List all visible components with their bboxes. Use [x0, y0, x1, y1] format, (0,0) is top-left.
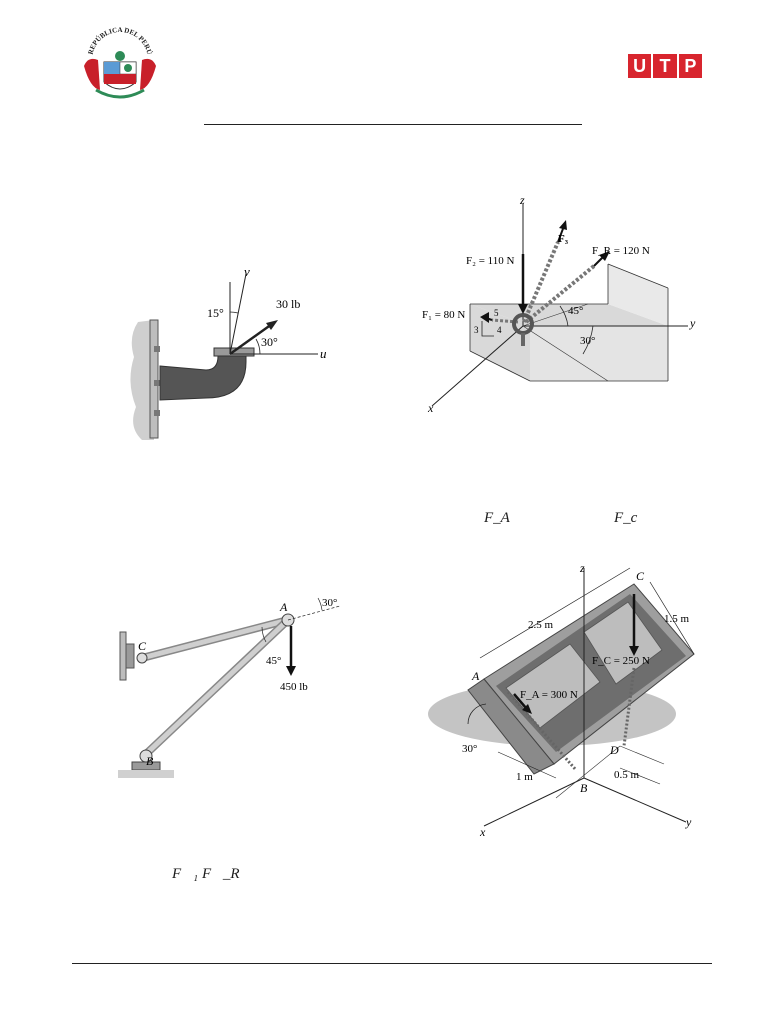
svg-text:30°: 30° [322, 597, 337, 609]
figure-two-bar-frame: A B C 30° 45° 450 lb [118, 597, 341, 778]
svg-text:x: x [427, 401, 434, 415]
figure-ring-forces: z y x F₂ = 110 N F₃ F_R = 120 N F₁ = 80 … [422, 196, 696, 415]
svg-text:z: z [579, 564, 585, 575]
svg-text:F₃: F₃ [558, 233, 569, 245]
svg-text:v: v [244, 264, 250, 279]
svg-text:F₁ = 80 N: F₁ = 80 N [422, 309, 465, 321]
fc-vector-label: F_c [614, 510, 638, 526]
utp-logo: U T P [628, 54, 702, 78]
title-rule [204, 124, 582, 125]
svg-text:A: A [471, 669, 480, 683]
svg-text:C: C [138, 639, 147, 653]
f1-vector-label: F⃗₁ [172, 866, 199, 882]
svg-text:0.5 m: 0.5 m [614, 769, 640, 781]
svg-text:y: y [685, 815, 692, 829]
svg-text:F_A = 300 N: F_A = 300 N [520, 689, 578, 701]
svg-text:5: 5 [494, 308, 499, 318]
figure-window-frame: z x y C A D B 2.5 m 1.5 m F_C = 250 N F_… [428, 564, 695, 839]
svg-text:A: A [279, 600, 288, 614]
svg-text:F₂ = 110 N: F₂ = 110 N [466, 255, 514, 267]
svg-text:30°: 30° [462, 743, 477, 755]
svg-text:u: u [320, 346, 327, 361]
svg-text:15°: 15° [207, 306, 224, 320]
svg-text:x: x [479, 825, 486, 839]
svg-text:F_R = 120 N: F_R = 120 N [592, 245, 650, 257]
fr-vector-label: F⃗_R [202, 866, 240, 882]
svg-text:2.5 m: 2.5 m [528, 619, 554, 631]
svg-text:45°: 45° [266, 655, 281, 667]
svg-text:1.5 m: 1.5 m [664, 613, 690, 625]
svg-text:B: B [146, 754, 154, 768]
svg-text:1 m: 1 m [516, 771, 533, 783]
svg-text:y: y [689, 316, 696, 330]
svg-text:30°: 30° [580, 335, 595, 347]
svg-text:F_C = 250 N: F_C = 250 N [592, 655, 650, 667]
svg-text:REPÚBLICA DEL PERÚ: REPÚBLICA DEL PERÚ [87, 26, 154, 55]
figure-bracket: v u 15° 30° 30 lb [130, 264, 327, 440]
svg-text:B: B [580, 781, 588, 795]
peru-coat-of-arms: REPÚBLICA DEL PERÚ [84, 26, 156, 99]
footer-rule [72, 963, 712, 964]
fa-vector-label: F_A [484, 510, 510, 526]
svg-text:D: D [609, 743, 619, 757]
svg-text:45°: 45° [568, 305, 583, 317]
svg-text:C: C [636, 569, 645, 583]
svg-text:450 lb: 450 lb [280, 681, 308, 693]
svg-text:30°: 30° [261, 335, 278, 349]
svg-text:z: z [519, 196, 525, 207]
svg-text:4: 4 [497, 325, 502, 335]
svg-text:3: 3 [474, 325, 479, 335]
svg-text:30 lb: 30 lb [276, 297, 300, 311]
